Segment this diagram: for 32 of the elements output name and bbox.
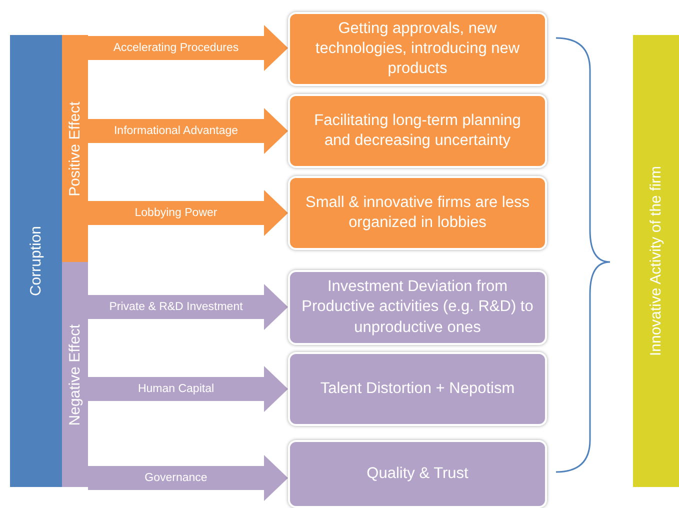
- block-arrow: [88, 190, 288, 236]
- box-text: Getting approvals, new technologies, introducing new products: [314, 18, 521, 80]
- box-text: Small & innovative firms are less organized in lobbies: [304, 192, 530, 233]
- edge-label: Lobbying Power: [134, 207, 218, 219]
- edge-label: Human Capital: [138, 383, 214, 395]
- vertical-band: [62, 35, 88, 262]
- rounded-box: [288, 176, 547, 250]
- block-arrow: [88, 25, 288, 71]
- vertical-label: Positive Effect: [66, 101, 84, 196]
- edge-label: Accelerating Procedures: [113, 42, 239, 54]
- rounded-box: [288, 440, 547, 508]
- box-text: Talent Distortion + Nepotism: [320, 378, 515, 399]
- rounded-box: [288, 94, 547, 168]
- box-text: Quality & Trust: [366, 464, 468, 484]
- rounded-box: [288, 352, 547, 426]
- block-arrow: [88, 284, 288, 330]
- vertical-band: [62, 262, 88, 487]
- vertical-label: Corruption: [28, 226, 44, 296]
- box-text: Facilitating long-term planning and decreasing uncertainty: [313, 110, 522, 151]
- vertical-label: Innovative Activity of the firm: [648, 166, 664, 356]
- edge-label: Governance: [144, 472, 208, 484]
- vertical-label: Negative Effect: [66, 324, 84, 426]
- vertical-band: [633, 35, 679, 487]
- block-arrow: [88, 455, 288, 501]
- vertical-band: [10, 35, 62, 487]
- edge-label: Private & R&D Investment: [109, 301, 243, 313]
- block-arrow: [88, 108, 288, 154]
- edge-label: Informational Advantage: [114, 125, 238, 137]
- rounded-box: [288, 12, 547, 86]
- block-arrow: [88, 366, 288, 412]
- rounded-box: [288, 270, 547, 345]
- box-text: Investment Deviation from Productive activities (e.g. R&D) to unproductive ones: [300, 277, 534, 338]
